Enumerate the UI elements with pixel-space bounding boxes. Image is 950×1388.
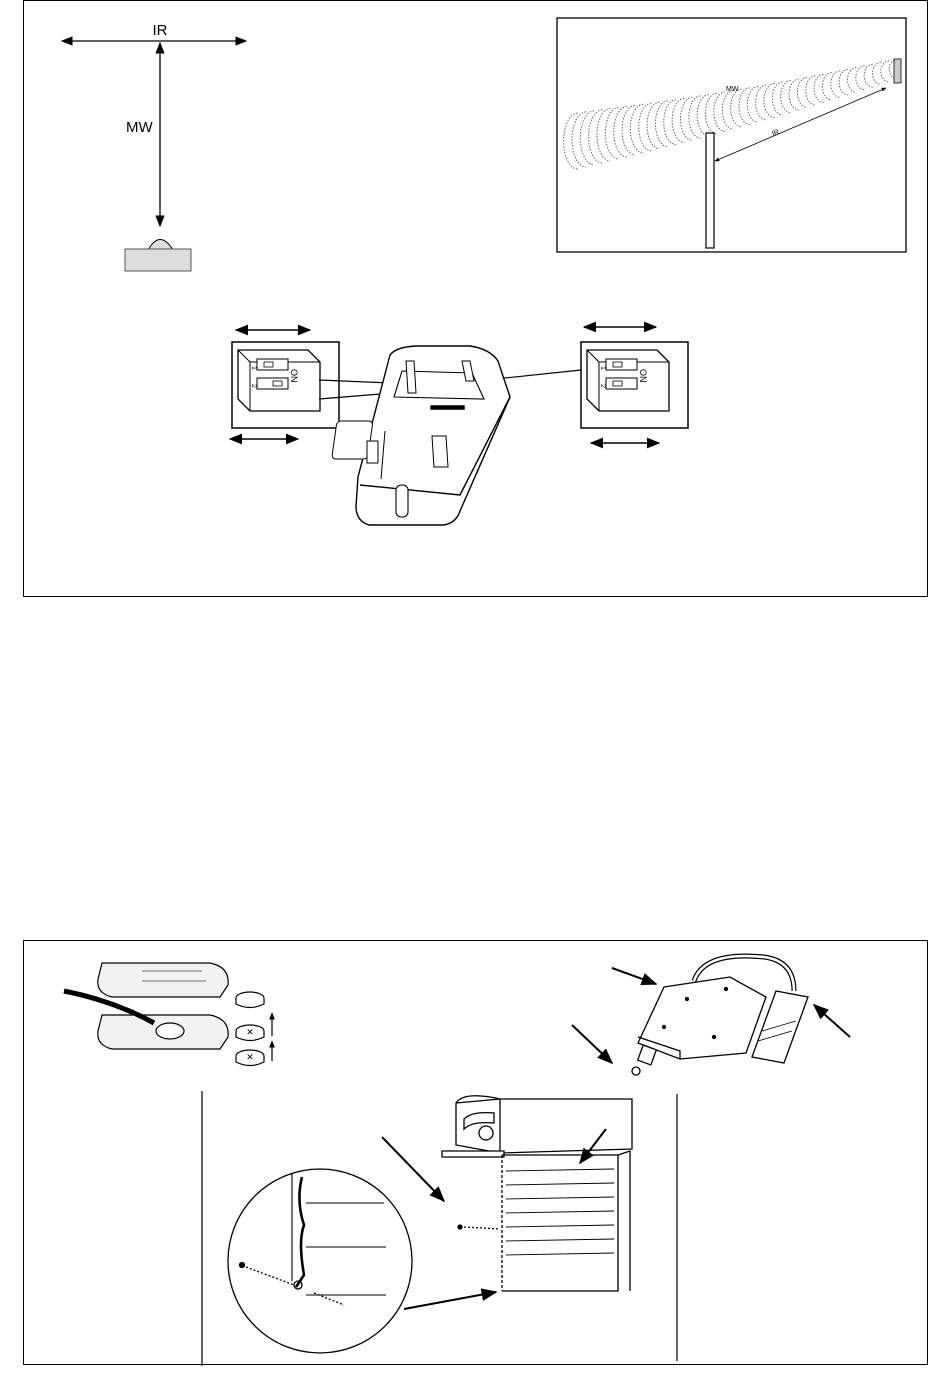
diagram-panel-bottom: ✕ ✕ [23,940,928,1365]
pointer-arrow [572,1025,612,1063]
diagram-panel-top: IR MW IR MW [23,0,928,597]
detector-icon [894,59,901,83]
dip-right-label-1: 1 [599,366,606,370]
dip-switch-icon [238,350,320,411]
sensor-housing-exploded: ✕ ✕ [64,963,272,1066]
roller-shutter-icon [442,1096,632,1291]
dip-right-label-on: ON [638,369,648,383]
wall-obstacle [706,133,714,248]
bottom-diagram-svg: ✕ ✕ [24,941,929,1366]
detector-icon [125,240,191,272]
dip-switch-icon [587,350,669,411]
orientation-diagram: IR MW [62,22,246,271]
mw-axis-label: MW [126,119,153,136]
detector-base-icon [332,346,510,525]
ir-axis-label: IR [153,22,168,39]
battery-icon: ✕ ✕ [236,992,264,1066]
top-diagram-svg: IR MW IR MW [24,1,929,598]
dip-left-label-2: 2 [250,384,257,388]
pointer-arrow [814,1005,850,1037]
pointer-arrow [404,1292,496,1309]
svg-text:✕: ✕ [246,1027,254,1037]
dip-left-label-1: 1 [250,366,257,370]
magnetic-contact-icon [632,956,808,1075]
inset-mw-label: MW [726,86,739,93]
pointer-arrow [382,1137,444,1201]
dip-switch-left: 1 2 ON [230,330,339,439]
shutter-detail-circle [228,1169,412,1353]
dip-switch-right: 1 2 ON [581,327,688,443]
shutter-slats [506,1169,614,1255]
dip-right-label-2: 2 [599,384,606,388]
dip-left-label-on: ON [289,369,299,383]
pointer-arrow [612,968,656,984]
coverage-inset: IR MW [557,18,906,252]
svg-text:✕: ✕ [246,1052,254,1062]
